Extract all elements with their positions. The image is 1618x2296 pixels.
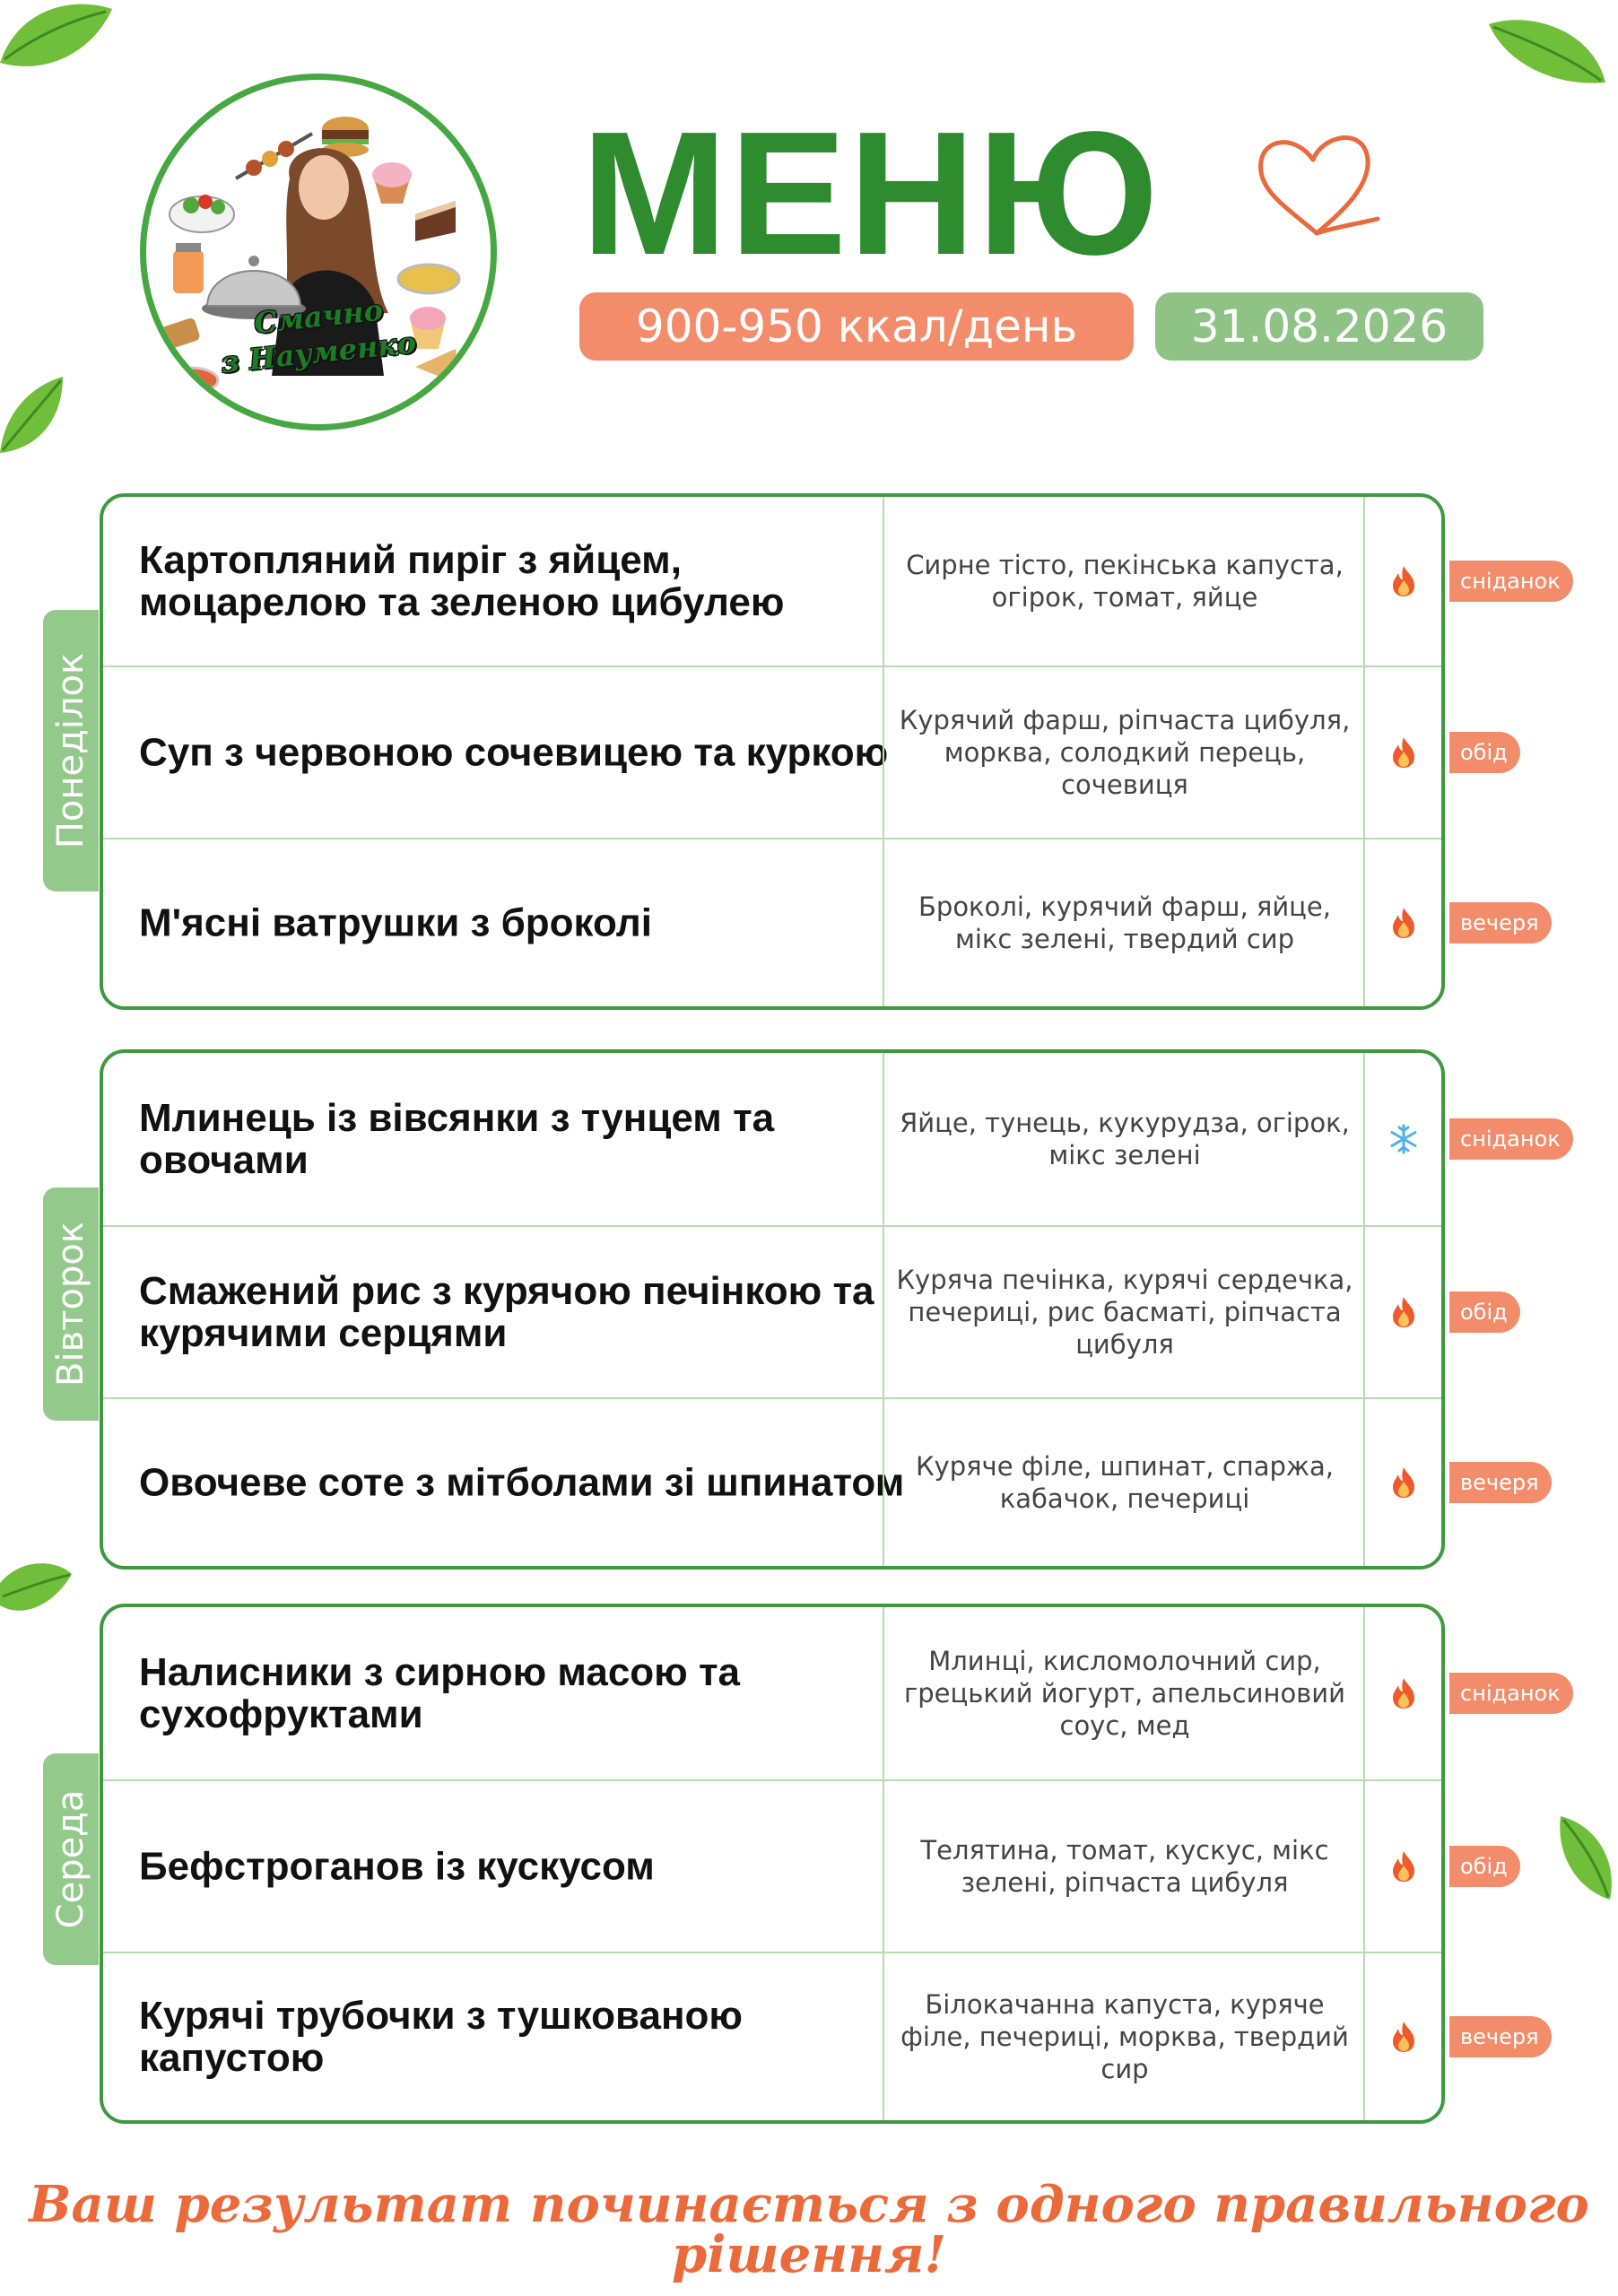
ingredients: Яйце, тунець, кукурудза, огірок, мікс зе…: [900, 1108, 1350, 1170]
dish-name: Млинець із вівсянки з тунцем та овочами: [139, 1096, 775, 1182]
heart-icon: [1258, 135, 1380, 236]
meal-type-badge: сніданок: [1449, 561, 1573, 602]
fire-icon: [1386, 2019, 1422, 2055]
dish-name: Картопляний пиріг з яйцем, моцарелою та …: [139, 538, 785, 624]
day-tab: Середа: [43, 1753, 99, 1965]
footer-slogan: Ваш результат починається з одного прави…: [29, 2175, 1589, 2284]
fire-icon: [1386, 735, 1422, 770]
meal-type-badge: сніданок: [1449, 1673, 1573, 1714]
fire-icon: [1386, 1675, 1422, 1711]
calories-badge: 900-950 ккал/день: [579, 292, 1134, 361]
day-card: Картопляний пиріг з яйцем, моцарелою та …: [100, 493, 1573, 1010]
dish-name: Смажений рис з курячою печінкою та куряч…: [139, 1269, 874, 1355]
column-divider: [1363, 1399, 1365, 1566]
leaf-icon: [0, 4, 112, 66]
fire-icon: [1386, 1465, 1422, 1500]
column-divider: [1363, 497, 1365, 665]
logo-illustration: [161, 117, 461, 395]
ingredients: Телятина, томат, кускус, мікс зелені, рі…: [920, 1835, 1329, 1898]
meal-type-badge: обід: [1449, 732, 1520, 773]
dish-name: Овочеве соте з мітболами зі шпинатом: [139, 1460, 905, 1505]
day-tab: Вівторок: [43, 1187, 99, 1421]
column-divider: [883, 497, 884, 665]
dish-name: Курячі трубочки з тушкованою капустою: [139, 1994, 743, 2080]
column-divider: [1363, 1053, 1365, 1225]
ingredients: Куряча печінка, курячі сердечка, печериц…: [896, 1265, 1353, 1360]
column-divider: [883, 1053, 884, 1225]
ingredients: Курячий фарш, ріпчаста цибуля, морква, с…: [899, 705, 1351, 800]
leaf-icon: [0, 377, 63, 453]
fire-icon: [1386, 1848, 1422, 1884]
brand-logo: Смачно з Науменко: [140, 74, 497, 430]
column-divider: [1363, 1781, 1365, 1952]
ingredients: Млинці, кисломолочний сир, грецький йогу…: [904, 1646, 1345, 1741]
day-name: Вівторок: [50, 1222, 91, 1387]
snowflake-icon: [1386, 1121, 1422, 1157]
column-divider: [883, 1227, 884, 1397]
meal-type-badge: вечеря: [1449, 2016, 1552, 2057]
dish-name: М'ясні ватрушки з броколі: [139, 900, 652, 945]
column-divider: [1363, 839, 1365, 1006]
date-badge: 31.08.2026: [1155, 292, 1483, 361]
ingredients: Сирне тісто, пекінська капуста, огірок, …: [906, 550, 1344, 613]
column-divider: [1363, 1227, 1365, 1397]
column-divider: [1363, 1953, 1365, 2120]
fire-icon: [1386, 563, 1422, 599]
day-name: Середа: [50, 1789, 91, 1929]
meal-row: Бефстроганов із кускусом Телятина, томат,…: [103, 1779, 1520, 1952]
leaf-icon: [1560, 1816, 1612, 1900]
column-divider: [883, 1781, 884, 1952]
column-divider: [883, 1953, 884, 2120]
dish-name: Налисники з сирною масою та сухофруктами: [139, 1650, 740, 1736]
fire-icon: [1386, 905, 1422, 941]
page-title: МЕНЮ: [581, 95, 1161, 291]
column-divider: [1363, 1607, 1365, 1779]
day-tab: Понеділок: [43, 610, 99, 891]
meal-row: М'ясні ватрушки з броколі Броколі, курячи…: [103, 838, 1552, 1006]
day-card: Налисники з сирною масою та сухофруктами…: [100, 1604, 1573, 2124]
column-divider: [883, 839, 884, 1006]
ingredients: Куряче філе, шпинат, спаржа, кабачок, пе…: [915, 1451, 1335, 1514]
meal-row: Налисники з сирною масою та сухофруктами…: [103, 1607, 1573, 1779]
fire-icon: [1386, 1294, 1422, 1330]
day-name: Понеділок: [50, 652, 91, 849]
day-card: Млинець із вівсянки з тунцем та овочами Я…: [100, 1049, 1573, 1570]
dish-name: Суп з червоною сочевицею та куркою: [139, 730, 889, 775]
meal-type-badge: сніданок: [1449, 1118, 1573, 1160]
meal-type-badge: обід: [1449, 1846, 1520, 1887]
column-divider: [883, 1607, 884, 1779]
meal-row: Смажений рис з курячою печінкою та куряч…: [103, 1225, 1520, 1397]
meal-row: Млинець із вівсянки з тунцем та овочами Я…: [103, 1053, 1573, 1225]
leaf-icon: [1489, 20, 1605, 83]
column-divider: [1363, 667, 1365, 838]
ingredients: Білокачанна капуста, куряче філе, печери…: [900, 1989, 1349, 2084]
meal-type-badge: вечеря: [1449, 902, 1552, 944]
column-divider: [883, 1399, 884, 1566]
column-divider: [883, 667, 884, 838]
leaf-icon: [0, 1563, 72, 1611]
ingredients: Броколі, курячий фарш, яйце, мікс зелені…: [918, 891, 1331, 954]
meal-type-badge: обід: [1449, 1292, 1520, 1333]
meal-row: Курячі трубочки з тушкованою капустою Біл…: [103, 1952, 1552, 2120]
dish-name: Бефстроганов із кускусом: [139, 1844, 655, 1889]
meal-type-badge: вечеря: [1449, 1462, 1552, 1503]
meal-row: Картопляний пиріг з яйцем, моцарелою та …: [103, 497, 1573, 665]
